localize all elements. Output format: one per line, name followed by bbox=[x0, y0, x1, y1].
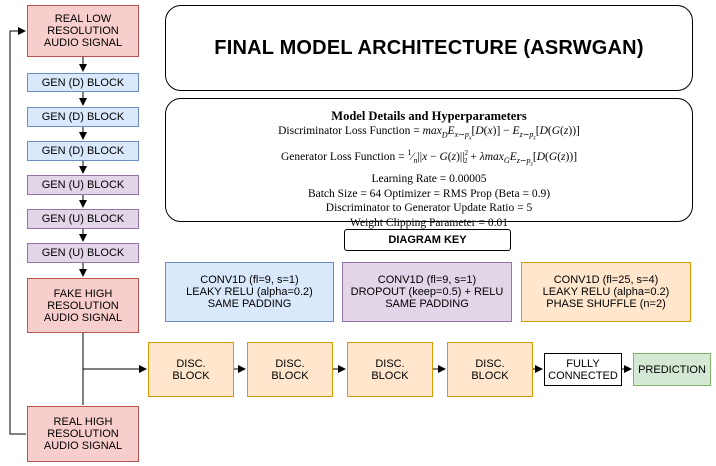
title-box: FINAL MODEL ARCHITECTURE (ASRWGAN) bbox=[165, 5, 693, 91]
prediction-block: PREDICTION bbox=[633, 353, 711, 386]
gen-d-block-1: GEN (D) BLOCK bbox=[27, 73, 139, 92]
disc-block-4: DISC. BLOCK bbox=[447, 342, 533, 397]
disc-block-3: DISC. BLOCK bbox=[347, 342, 433, 397]
gen-d-block-2: GEN (D) BLOCK bbox=[27, 107, 139, 127]
generator-loss-formula: Generator Loss Function = 1⁄n||x − G(z)|… bbox=[280, 147, 578, 168]
model-details-box: Model Details and Hyperparameters Discri… bbox=[165, 98, 693, 229]
diagram-title: FINAL MODEL ARCHITECTURE (ASRWGAN) bbox=[214, 36, 644, 59]
diagram-key-title: DIAGRAM KEY bbox=[344, 229, 511, 251]
disc-block-1: DISC. BLOCK bbox=[148, 342, 234, 397]
key-orange-block: CONV1D (fl=25, s=4) LEAKY RELU (alpha=0.… bbox=[521, 262, 691, 322]
real-low-resolution-audio-signal: REAL LOW RESOLUTION AUDIO SIGNAL bbox=[27, 5, 139, 57]
skip-connection bbox=[9, 27, 26, 435]
key-purple-block: CONV1D (fl=9, s=1) DROPOUT (keep=0.5) + … bbox=[342, 262, 512, 322]
discriminator-loss-formula: Discriminator Loss Function = maxDEx∼px[… bbox=[278, 124, 580, 142]
disc-block-2: DISC. BLOCK bbox=[247, 342, 333, 397]
details-heading: Model Details and Hyperparameters bbox=[331, 109, 527, 123]
update-ratio: Discriminator to Generator Update Ratio … bbox=[325, 202, 533, 215]
fake-high-resolution-audio-signal: FAKE HIGH RESOLUTION AUDIO SIGNAL bbox=[27, 278, 139, 333]
key-blue-block: CONV1D (fl=9, s=1) LEAKY RELU (alpha=0.2… bbox=[165, 262, 334, 322]
weight-clipping: Weight Clipping Parameter = 0.01 bbox=[350, 216, 508, 229]
gen-u-block-2: GEN (U) BLOCK bbox=[27, 209, 139, 229]
gen-u-block-1: GEN (U) BLOCK bbox=[27, 175, 139, 195]
gen-u-block-3: GEN (U) BLOCK bbox=[27, 243, 139, 263]
fully-connected-block: FULLY CONNECTED bbox=[544, 353, 622, 386]
learning-rate: Learning Rate = 0.00005 bbox=[371, 173, 487, 186]
real-high-resolution-audio-signal: REAL HIGH RESOLUTION AUDIO SIGNAL bbox=[27, 406, 139, 462]
batch-size-optimizer: Batch Size = 64 Optimizer = RMS Prop (Be… bbox=[307, 187, 551, 200]
gen-d-block-3: GEN (D) BLOCK bbox=[27, 141, 139, 161]
